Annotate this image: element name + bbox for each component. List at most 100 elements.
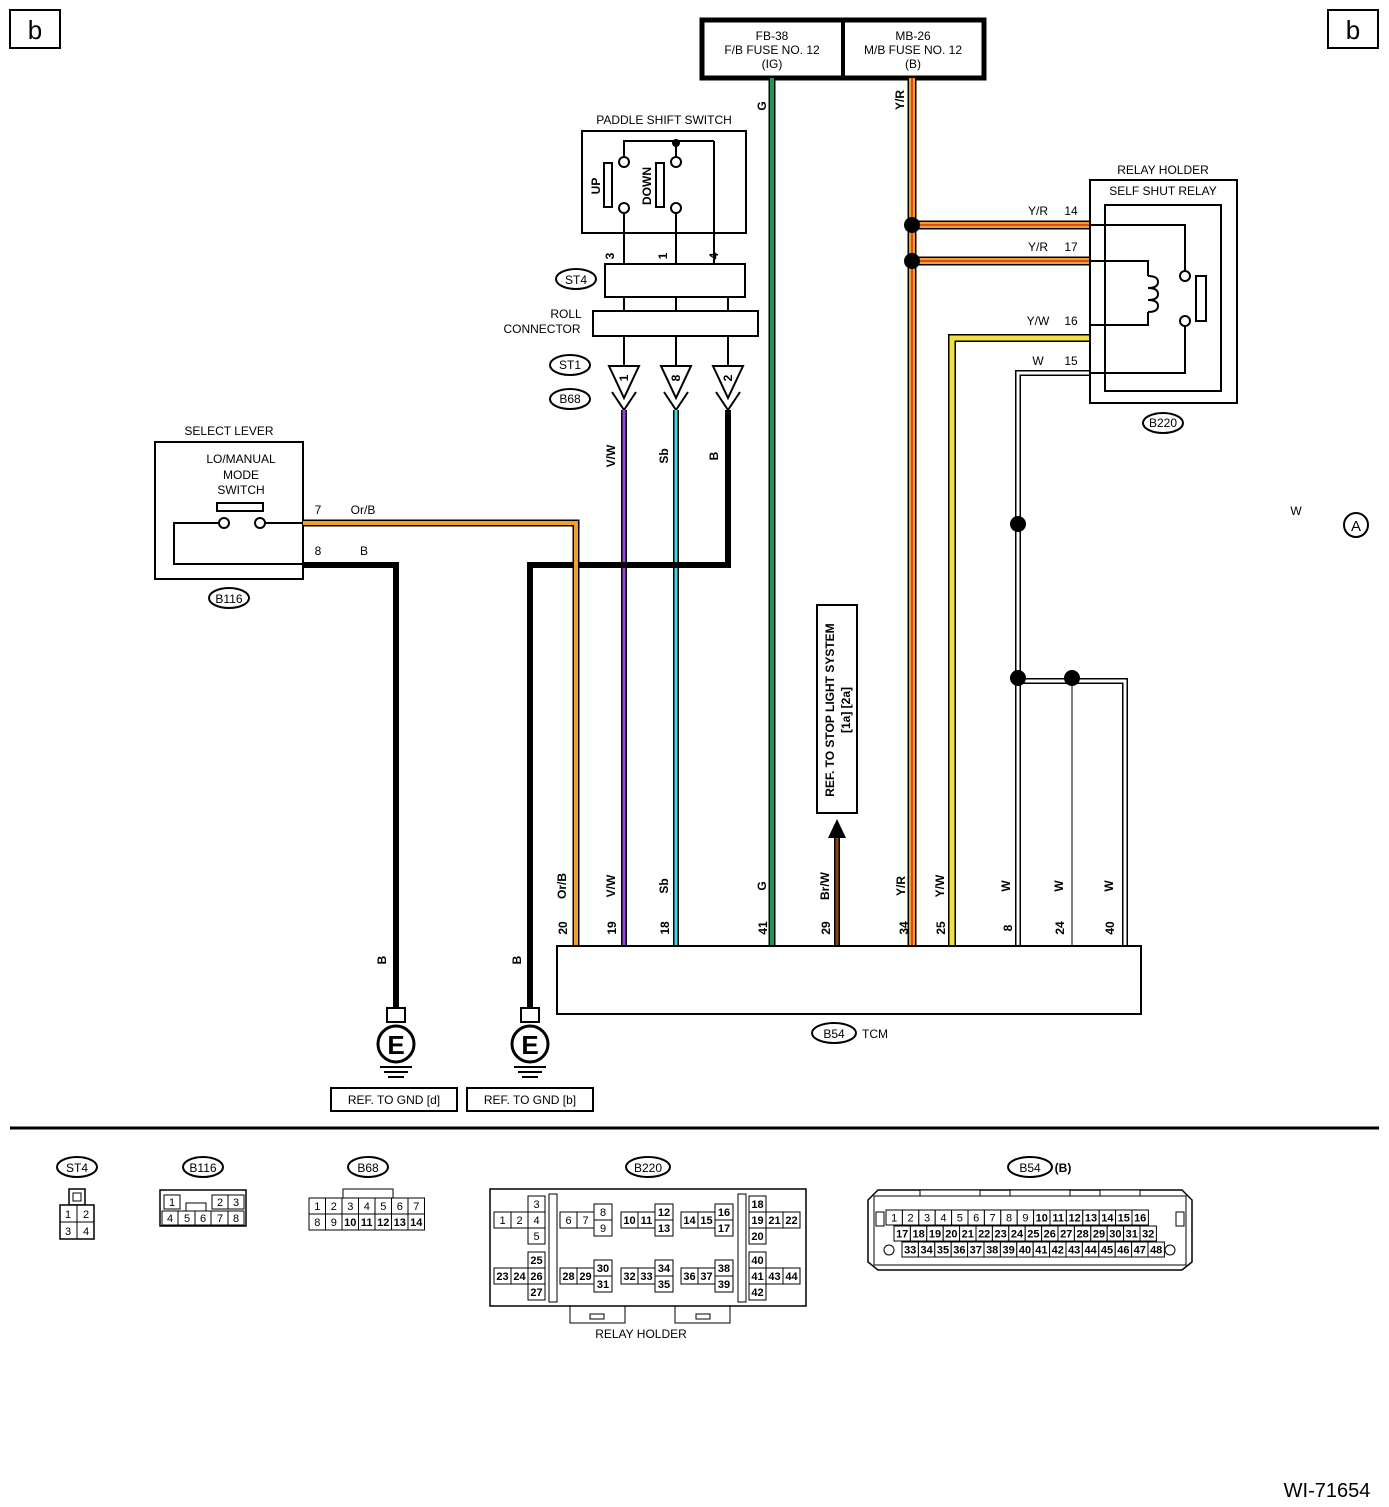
pin-number: 12 <box>658 1207 670 1219</box>
pin-number: 7 <box>990 1213 996 1225</box>
relay-holder-title: RELAY HOLDER <box>1117 163 1209 177</box>
b220-pin <box>697 1267 716 1285</box>
pin-number: 28 <box>1076 1229 1088 1241</box>
svg-text:REF. TO STOP LIGHT SYSTEM: REF. TO STOP LIGHT SYSTEM <box>823 623 837 796</box>
pin-number: 34 <box>920 1245 933 1257</box>
svg-text:b: b <box>28 15 42 45</box>
pin-number: 42 <box>751 1287 763 1299</box>
pin-number: 31 <box>1126 1229 1138 1241</box>
pin-number: 12 <box>1068 1213 1080 1225</box>
st1-label: ST1 <box>549 354 591 376</box>
pin-number: 14 <box>410 1217 423 1229</box>
svg-text:4: 4 <box>167 1213 173 1225</box>
pin-number: 4 <box>940 1213 946 1225</box>
pin-number: 17 <box>718 1223 730 1235</box>
svg-text:ST4: ST4 <box>565 273 587 287</box>
pin-number: 38 <box>718 1263 730 1275</box>
pin-number: 22 <box>978 1229 990 1241</box>
svg-text:MODE: MODE <box>223 468 259 482</box>
pin-number: 17 <box>896 1229 908 1241</box>
svg-text:W: W <box>999 880 1013 892</box>
b220-pin <box>637 1211 656 1229</box>
svg-text:Sb: Sb <box>657 448 671 463</box>
pin-number: 25 <box>1027 1229 1039 1241</box>
svg-text:7: 7 <box>315 503 322 517</box>
pin-number: 19 <box>929 1229 941 1241</box>
tcm-colors: Or/B V/W Sb G Br/W Y/R Y/W W W W <box>555 871 1116 900</box>
relay-holder: RELAY HOLDER SELF SHUT RELAY Y/R 14 Y/R … <box>1027 163 1238 434</box>
pin-number: 33 <box>904 1245 916 1257</box>
pin-number: 32 <box>623 1271 635 1283</box>
fuse-right-line1: MB-26 <box>895 29 931 43</box>
pin-number: 21 <box>768 1215 780 1227</box>
svg-text:PADDLE SHIFT SWITCH: PADDLE SHIFT SWITCH <box>596 113 732 127</box>
fuse-left-line2: F/B FUSE NO. 12 <box>724 43 820 57</box>
pin-number: 6 <box>565 1215 571 1227</box>
ground-d: B E REF. TO GND [d] <box>330 955 458 1112</box>
svg-text:1: 1 <box>656 252 670 259</box>
wire-yr-main: Y/R <box>893 78 917 946</box>
pin-number: 1 <box>891 1213 897 1225</box>
ground-b: B E REF. TO GND [b] <box>466 955 594 1112</box>
b54-pin <box>1147 1241 1165 1258</box>
pin-number: 8 <box>1006 1213 1012 1225</box>
pin-number: 47 <box>1134 1245 1146 1257</box>
wire-b-lever <box>303 562 399 1008</box>
svg-text:Y/R: Y/R <box>1028 204 1048 218</box>
pin-number: 1 <box>499 1215 505 1227</box>
svg-text:W: W <box>1052 880 1066 892</box>
pin-number: 7 <box>582 1215 588 1227</box>
svg-text:19: 19 <box>605 921 619 935</box>
relay-connector: B220 <box>1149 416 1177 430</box>
pin-number: 38 <box>986 1245 998 1257</box>
svg-text:40: 40 <box>1103 921 1117 935</box>
pin-number: 8 <box>314 1217 320 1229</box>
svg-text:8: 8 <box>1001 924 1015 931</box>
b220-pin <box>576 1211 595 1229</box>
wire-sb: Sb <box>657 410 679 946</box>
pin-number: 20 <box>751 1231 763 1243</box>
pin-number: 31 <box>597 1279 609 1291</box>
svg-text:1: 1 <box>65 1209 71 1221</box>
pin-number: 8 <box>600 1207 606 1219</box>
pin-number: 11 <box>641 1215 653 1227</box>
pin-number: 44 <box>1084 1245 1097 1257</box>
pin-number: 29 <box>579 1271 591 1283</box>
svg-text:[1a] [2a]: [1a] [2a] <box>839 687 853 733</box>
svg-text:B54: B54 <box>1019 1161 1041 1175</box>
page-tag-right: b <box>1327 9 1379 49</box>
wire-g: G <box>755 78 776 946</box>
pin-number: 22 <box>785 1215 797 1227</box>
svg-text:DOWN: DOWN <box>640 167 654 205</box>
b220-pin <box>748 1227 767 1245</box>
svg-text:ST4: ST4 <box>66 1161 88 1175</box>
pin-number: 39 <box>1002 1245 1014 1257</box>
pin-number: 23 <box>994 1229 1006 1241</box>
svg-text:14: 14 <box>1064 204 1078 218</box>
pin-number: 42 <box>1052 1245 1064 1257</box>
svg-text:15: 15 <box>1064 354 1078 368</box>
svg-text:LO/MANUAL: LO/MANUAL <box>206 452 276 466</box>
pin-number: 4 <box>533 1215 539 1227</box>
relay-wire-labels: Y/R 14 Y/R 17 Y/W 16 W 15 <box>1027 204 1078 368</box>
pin-number: 27 <box>530 1287 542 1299</box>
pin-number: 16 <box>1134 1213 1146 1225</box>
svg-text:Y/R: Y/R <box>894 876 908 896</box>
b220-pin <box>697 1211 716 1229</box>
pin-number: 44 <box>785 1271 798 1283</box>
pin-number: 4 <box>364 1201 370 1213</box>
svg-text:CONNECTOR: CONNECTOR <box>503 322 580 336</box>
roll-pin-1: 1 <box>607 365 641 412</box>
svg-text:16: 16 <box>1064 314 1078 328</box>
fuse-right-line3: (B) <box>905 57 921 71</box>
b220-pin <box>576 1267 595 1285</box>
svg-text:2: 2 <box>721 374 735 381</box>
svg-text:29: 29 <box>819 921 833 935</box>
stop-light-ref: REF. TO STOP LIGHT SYSTEM [1a] [2a] <box>816 604 858 946</box>
svg-text:Sb: Sb <box>657 878 671 893</box>
svg-text:8: 8 <box>233 1213 239 1225</box>
svg-text:E: E <box>521 1030 538 1060</box>
pin-number: 26 <box>1044 1229 1056 1241</box>
